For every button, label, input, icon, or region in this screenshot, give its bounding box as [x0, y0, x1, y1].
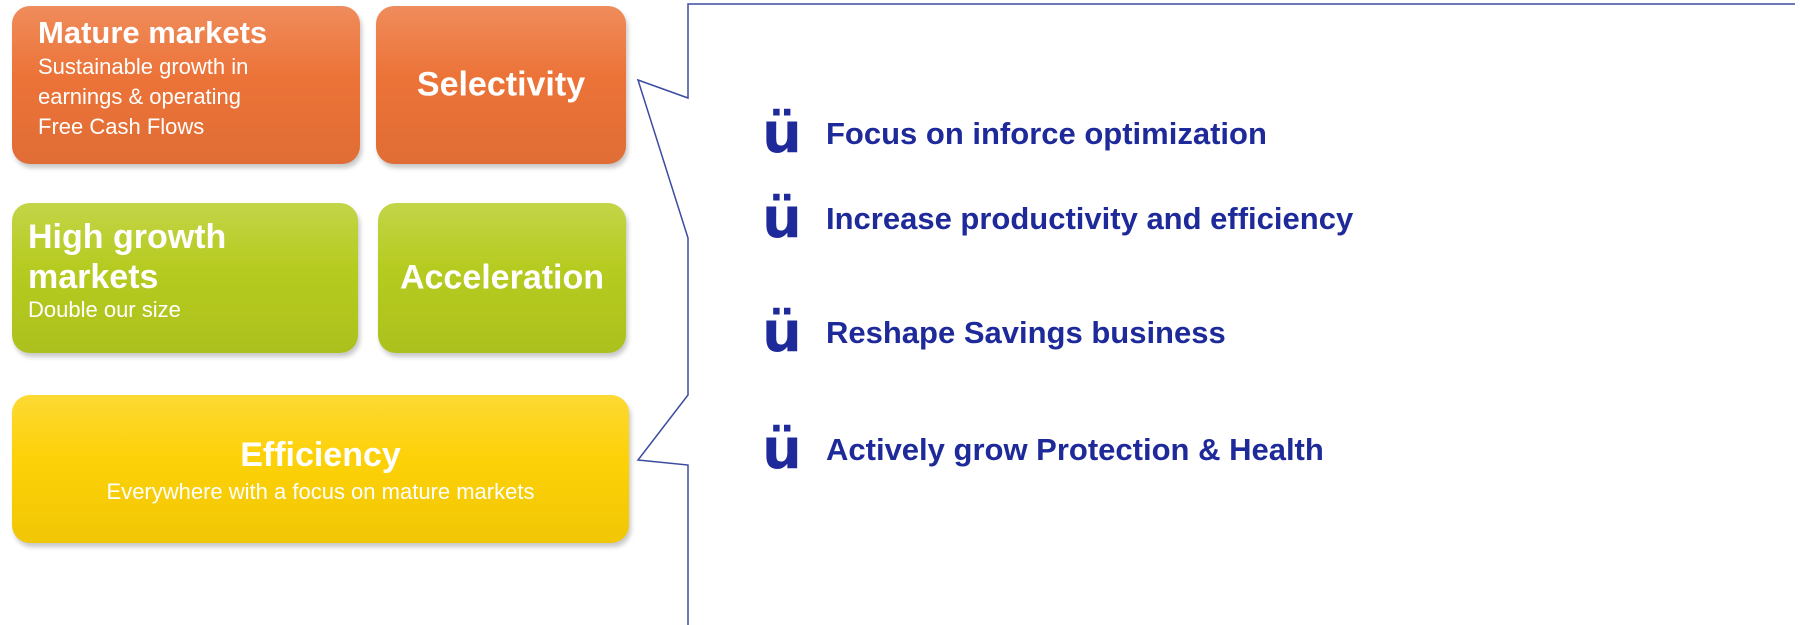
check-u-icon: ü — [762, 186, 802, 251]
mature-markets-line-3: Free Cash Flows — [38, 114, 205, 139]
bullet-item: ü Reshape Savings business — [762, 305, 1226, 361]
check-u-icon: ü — [762, 417, 802, 482]
efficiency-title: Efficiency — [240, 436, 401, 474]
bullet-item: ü Actively grow Protection & Health — [762, 422, 1324, 478]
efficiency-subtitle: Everywhere with a focus on mature market… — [106, 479, 535, 504]
high-growth-title-line-2: markets — [28, 258, 159, 296]
selectivity-label: Selectivity — [416, 65, 586, 104]
bullet-text: Reshape Savings business — [826, 315, 1226, 350]
bullet-text: Focus on inforce optimization — [826, 116, 1267, 151]
mature-markets-line-2: earnings & operating — [38, 84, 242, 109]
acceleration-label: Acceleration — [399, 258, 605, 297]
mature-markets-title: Mature markets — [38, 15, 268, 50]
bullet-item: ü Increase productivity and efficiency — [762, 191, 1353, 247]
high-growth-subtitle: Double our size — [28, 297, 181, 322]
mature-markets-line-1: Sustainable growth in — [38, 54, 249, 79]
bullet-text: Increase productivity and efficiency — [826, 201, 1354, 236]
check-u-icon: ü — [762, 300, 802, 365]
efficiency-box: Efficiency Everywhere with a focus on ma… — [12, 395, 629, 543]
bullet-item: ü Focus on inforce optimization — [762, 106, 1267, 162]
acceleration-box: Acceleration — [378, 203, 626, 353]
mature-markets-box: Mature markets Sustainable growth in ear… — [12, 6, 360, 164]
high-growth-title-line-1: High growth — [28, 218, 227, 256]
check-u-icon: ü — [762, 101, 802, 166]
bullet-text: Actively grow Protection & Health — [826, 432, 1324, 467]
high-growth-markets-box: High growth markets Double our size — [12, 203, 358, 353]
selectivity-box: Selectivity — [376, 6, 626, 164]
